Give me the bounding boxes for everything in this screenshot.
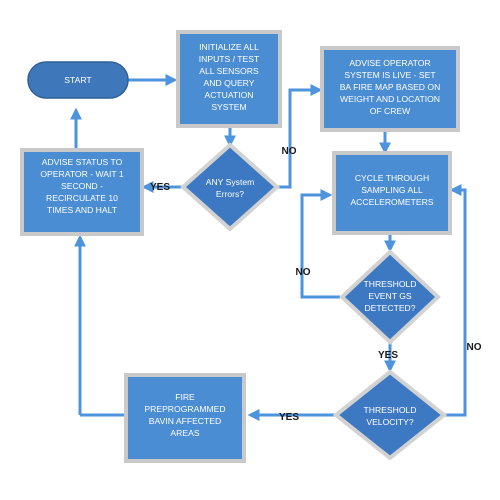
init-line-4: AND QUERY (204, 78, 255, 88)
cycle-line-3: ACCELEROMETERS (350, 197, 433, 207)
advise-live-line-3: BA FIRE MAP BASED ON (340, 82, 441, 92)
init-line-1: INITIALIZE ALL (199, 42, 259, 52)
edge-errors-no-to-advise-live (276, 84, 323, 189)
start-node: START (27, 61, 129, 99)
cycle-node: CYCLE THROUGH SAMPLING ALL ACCELEROMETER… (332, 151, 452, 235)
label-velocity-no: NO (467, 342, 482, 353)
cycle-line-2: SAMPLING ALL (361, 185, 423, 195)
advise-status-line-4: RECIRCULATE 10 (46, 193, 118, 203)
edge-gs-no-to-cycle (300, 189, 340, 299)
label-gs-yes: YES (378, 350, 398, 361)
threshold-velocity-line-1: THRESHOLD (363, 405, 416, 415)
threshold-velocity-line-2: VELOCITY? (366, 417, 414, 427)
threshold-gs-line-3: DETECTED? (364, 303, 415, 313)
init-node: INITIALIZE ALL INPUTS / TEST ALL SENSORS… (176, 30, 282, 128)
threshold-velocity-decision: THRESHOLD VELOCITY? (332, 369, 448, 461)
init-line-6: SYSTEM (211, 102, 246, 112)
fire-line-3: BAVIN AFFECTED (149, 416, 221, 426)
fire-line-1: FIRE (175, 392, 195, 402)
init-line-2: INPUTS / TEST (199, 54, 260, 64)
label-velocity-yes: YES (279, 412, 299, 423)
advise-status-line-3: SECOND - (61, 181, 103, 191)
advise-status-line-2: OPERATOR - WAIT 1 (40, 169, 123, 179)
threshold-gs-line-2: EVENT GS (368, 291, 412, 301)
fire-line-4: AREAS (170, 428, 199, 438)
label-errors-no: NO (282, 146, 297, 157)
label-errors-yes: YES (150, 182, 170, 193)
connectors (70, 74, 467, 421)
fire-node: FIRE PREPROGRAMMED BAVIN AFFECTED AREAS (124, 373, 246, 463)
fire-line-2: PREPROGRAMMED (144, 404, 225, 414)
advise-live-line-1: ADVISE OPERATOR (349, 58, 430, 68)
init-line-5: ACTUATION (204, 90, 253, 100)
advise-live-line-5: OF CREW (370, 106, 411, 116)
advise-status-line-5: TIMES AND HALT (47, 205, 118, 215)
advise-live-node: ADVISE OPERATOR SYSTEM IS LIVE - SET BA … (320, 46, 460, 132)
advise-status-line-1: ADVISE STATUS TO (42, 157, 123, 167)
init-line-3: ALL SENSORS (199, 66, 259, 76)
cycle-line-1: CYCLE THROUGH (355, 173, 429, 183)
threshold-gs-decision: THRESHOLD EVENT GS DETECTED? (339, 249, 441, 345)
advise-status-node: ADVISE STATUS TO OPERATOR - WAIT 1 SECON… (20, 148, 144, 236)
advise-live-line-4: WEIGHT AND LOCATION (340, 94, 440, 104)
advise-live-line-2: SYSTEM IS LIVE - SET (344, 70, 436, 80)
system-errors-decision: ANY System Errors? (179, 142, 281, 232)
threshold-gs-line-1: THRESHOLD (363, 279, 416, 289)
edge-labels: YES NO NO YES YES NO (150, 146, 482, 423)
system-errors-line-2: Errors? (216, 189, 244, 199)
label-gs-no: NO (296, 267, 311, 278)
start-label: START (64, 75, 92, 85)
edge-velocity-no-to-cycle (445, 184, 467, 417)
system-errors-line-1: ANY System (206, 177, 255, 187)
